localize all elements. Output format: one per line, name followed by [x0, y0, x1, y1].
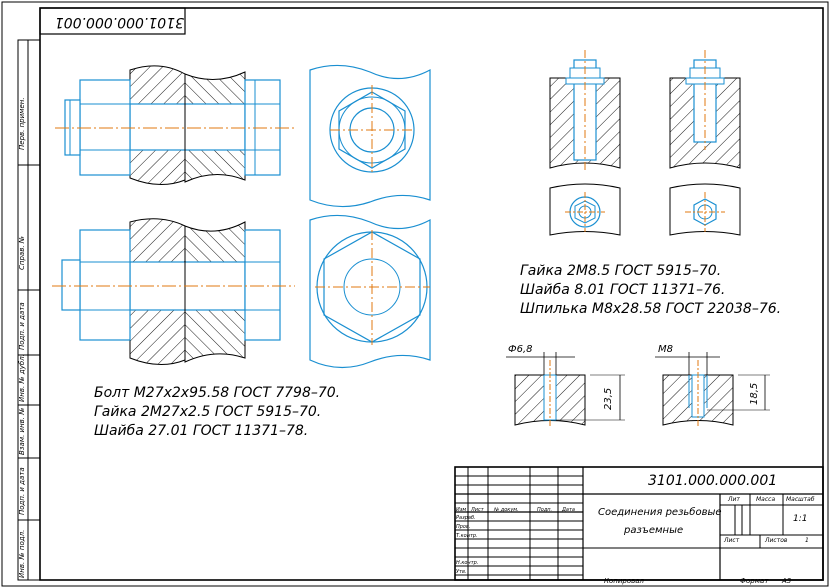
- stud-view-2: [669, 50, 741, 169]
- title-block: [454, 466, 824, 581]
- tb-row-razrab: Разраб.: [456, 515, 476, 521]
- stud-note-line3: Шпилька М8х28.58 ГОСТ 22038–76.: [520, 301, 782, 317]
- hole-detail-thread: [655, 352, 770, 428]
- bolt-note-line2: Гайка 2М27х2.5 ГОСТ 5915–70.: [94, 404, 322, 420]
- stud-note-line2: Шайба 8.01 ГОСТ 11371–76.: [520, 282, 726, 298]
- stud-view-2-top: [669, 183, 741, 236]
- bolt-view-side-bottom: [309, 214, 431, 369]
- strip-vzam-inv: Взам. инв. №: [18, 407, 26, 455]
- strip-sprav: Справ. №: [18, 235, 26, 270]
- bolt-view-front-top: [55, 65, 295, 185]
- tb-row-nkontr: Н.контр.: [456, 560, 479, 566]
- stud-view-1: [549, 50, 621, 170]
- strip-inv-dubl: Инв. № дубл.: [18, 354, 26, 402]
- dim-hole-diameter: Ф6,8: [508, 344, 533, 355]
- tb-col-izm: Изм: [456, 507, 467, 513]
- strip-inv-podl: Инв. № подл.: [18, 529, 26, 578]
- strip-podp-data-1: Подп. и дата: [18, 302, 26, 350]
- stud-view-1-top: [549, 183, 621, 236]
- top-code-mirrored: 3101.000.000.001: [54, 14, 184, 30]
- tb-row-prov: Пров.: [456, 524, 471, 530]
- dim-thread: М8: [658, 344, 673, 355]
- format-value: A3: [782, 577, 792, 585]
- tb-scale-label: Масштаб: [786, 496, 815, 503]
- tb-sheets-value: 1: [805, 537, 809, 544]
- bolt-note-line1: Болт М27х2х95.58 ГОСТ 7798–70.: [94, 385, 341, 401]
- tb-sheets-label: Листов: [765, 537, 788, 544]
- tb-col-doc: № докум.: [494, 507, 519, 513]
- tb-mass-label: Масса: [756, 496, 776, 503]
- bolt-view-front-bottom: [52, 218, 295, 365]
- bolt-note-line3: Шайба 27.01 ГОСТ 11371–78.: [94, 423, 309, 439]
- tb-col-date: Дата: [562, 507, 575, 513]
- tb-sheet-label: Лист: [724, 537, 740, 544]
- dim-depth-hole: 23,5: [603, 387, 614, 410]
- copied-label: Копировал: [604, 577, 644, 585]
- dim-depth-thread: 18,5: [749, 382, 760, 405]
- strip-podp-data-2: Подп. и дата: [18, 467, 26, 515]
- stud-note-line1: Гайка 2М8.5 ГОСТ 5915–70.: [520, 263, 722, 279]
- tb-row-utv: Утв.: [456, 569, 467, 575]
- tb-scale-value: 1:1: [793, 514, 808, 524]
- format-label: Формат: [740, 577, 769, 585]
- tb-lit-label: Лит: [728, 496, 740, 503]
- title-code: 3101.000.000.001: [648, 473, 778, 489]
- title-line-2: разъемные: [624, 525, 684, 536]
- hole-detail-drill: [506, 352, 625, 428]
- strip-perv-primen: Перв. примен.: [18, 97, 26, 150]
- tb-col-list: Лист: [471, 507, 484, 513]
- tb-row-tkontr: Т.контр.: [456, 533, 478, 539]
- tb-col-sign: Подп.: [537, 507, 553, 513]
- bolt-view-side-top: [309, 64, 431, 208]
- title-line-1: Соединения резьбовые: [598, 507, 722, 518]
